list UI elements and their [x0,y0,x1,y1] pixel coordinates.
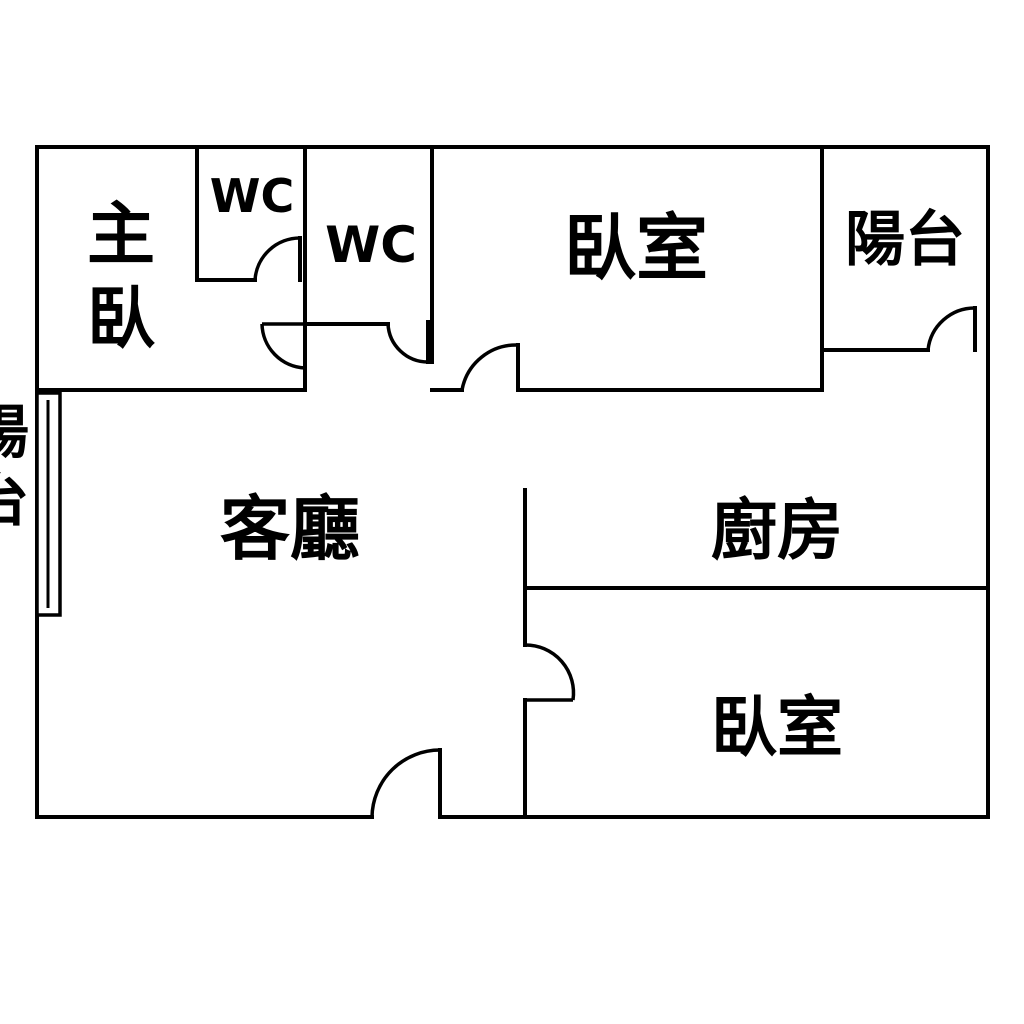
wc1-label: WC [210,169,295,223]
master-door [260,323,306,370]
wc2-door [386,323,429,364]
wc1-door [253,236,301,281]
kitchen-label: 廚房 [711,492,843,569]
balcony-door [926,306,976,351]
interior-walls [35,145,990,819]
wc2-label: WC [325,216,417,274]
outer-walls [35,145,990,819]
bedroom-bottom-label: 臥室 [711,689,843,766]
balcony-window [35,391,62,617]
balcony-left-label-1: 陽 [0,398,29,466]
balcony-right-label: 陽台 [845,205,965,275]
living-room-label: 客廳 [220,488,360,570]
bedroom-top-door [460,343,519,391]
master-bedroom-label-2: 臥 [87,280,155,359]
doors [253,236,976,819]
room-labels: 主 臥 WC WC 臥室 陽台 客廳 廚房 臥室 陽 台 [0,169,965,766]
balcony-left-label-2: 台 [0,466,29,534]
bedroom-bottom-door [524,643,576,701]
bedroom-top-label: 臥室 [564,206,708,290]
entrance-door [370,748,441,818]
master-bedroom-label-1: 主 [87,196,155,275]
